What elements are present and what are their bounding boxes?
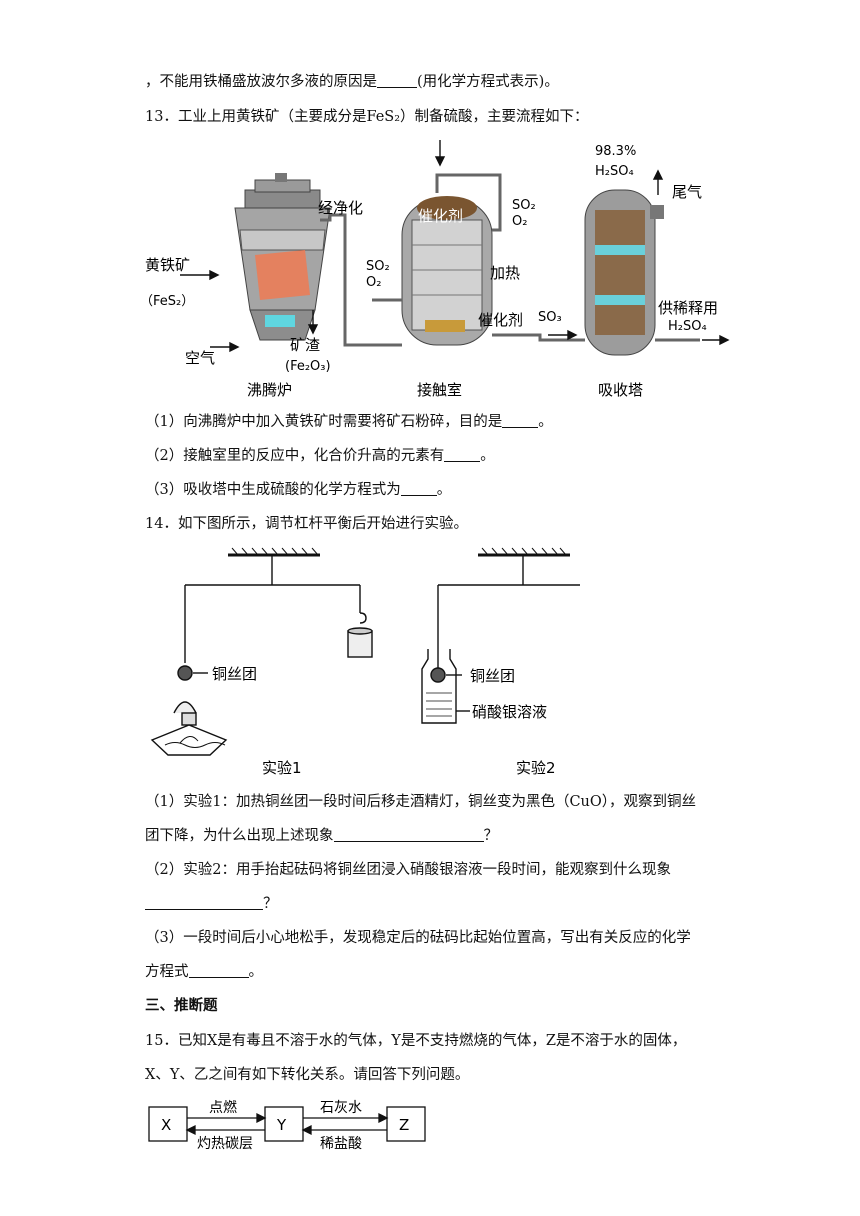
label-air: 空气 <box>185 349 215 367</box>
label-heat: 加热 <box>490 264 520 282</box>
q14-sub3-line2: 方程式 。 <box>145 962 263 982</box>
q13-sub3-text: （3）吸收塔中生成硫酸的化学方程式为 <box>145 482 401 498</box>
q13-sub1-suffix: 。 <box>538 414 553 430</box>
label-slag: 矿渣 <box>290 336 320 354</box>
label-fes2: （FeS₂） <box>140 294 194 309</box>
q13-sub2-text: （2）接触室里的反应中，化合价升高的元素有 <box>145 448 445 464</box>
label-o2-left: O₂ <box>366 275 381 290</box>
q14-sub2-line1: （2）实验2：用手抬起砝码将铜丝团浸入硝酸银溶液一段时间，能观察到什么现象 <box>145 862 671 878</box>
experiment-1 <box>150 547 373 756</box>
label-hot-carbon: 灼热碳层 <box>197 1136 253 1152</box>
q15-line1: 15．已知X是有毒且不溶于水的气体，Y是不支持燃烧的气体，Z是不溶于水的固体， <box>145 1033 687 1049</box>
q12-tail: ，不能用铁桶盛放波尔多液的原因是 (用化学方程式表示)。 <box>145 72 559 92</box>
answer-blank[interactable] <box>400 481 437 496</box>
absorption-tower <box>584 189 664 356</box>
q14-sub3-line1: （3）一段时间后小心地松手，发现稳定后的砝码比起始位置高，写出有关反应的化学 <box>145 930 691 946</box>
boiling-furnace <box>234 173 331 341</box>
label-contact: 接触室 <box>417 381 462 399</box>
label-catalyst-bottom: 催化剂 <box>478 311 523 329</box>
label-copper-ball-1: 铜丝团 <box>212 665 257 683</box>
label-so3: SO₃ <box>538 310 562 325</box>
label-so2-right: SO₂ <box>512 198 536 213</box>
answer-blank[interactable] <box>502 413 539 428</box>
q13-sub1: （1）向沸腾炉中加入黄铁矿时需要将矿石粉碎，目的是 。 <box>145 412 553 432</box>
contact-chamber <box>401 173 502 346</box>
label-ignite: 点燃 <box>209 1099 237 1116</box>
answer-blank[interactable] <box>444 447 481 462</box>
label-o2-right: O₂ <box>512 214 527 229</box>
q13-sub3: （3）吸收塔中生成硫酸的化学方程式为 。 <box>145 480 451 500</box>
q14-sub1-text: 团下降，为什么出现上述现象 <box>145 828 334 844</box>
q14-sub1-line2: 团下降，为什么出现上述现象 ？ <box>145 826 498 846</box>
label-limewater: 石灰水 <box>320 1100 362 1116</box>
q15-line2: X、Y、乙之间有如下转化关系。请回答下列问题。 <box>145 1067 470 1083</box>
q13-stem: 13．工业上用黄铁矿（主要成分是FeS₂）制备硫酸，主要流程如下： <box>145 109 589 125</box>
q14-sub2-suffix: ？ <box>263 896 278 912</box>
label-absorber: 吸收塔 <box>598 381 643 399</box>
sulfuric-acid-flow-diagram: 经净化 SO₂ O₂ SO₂ O₂ 催化剂 加热 催化剂 SO₃ 98.3% H… <box>140 140 730 399</box>
node-y: Y <box>276 1116 287 1134</box>
label-dilute-hcl: 稀盐酸 <box>320 1136 362 1152</box>
node-x: X <box>161 1116 171 1134</box>
label-tail-gas: 尾气 <box>672 183 702 201</box>
experiment-2 <box>421 547 580 724</box>
q14-sub1-line1: （1）实验1：加热铜丝团一段时间后移走酒精灯，铜丝变为黑色（CuO），观察到铜丝 <box>145 794 697 810</box>
pipes <box>320 213 700 347</box>
label-pyrite: 黄铁矿 <box>145 256 190 274</box>
section-title: 三、推断题 <box>145 998 218 1014</box>
conversion-diagram: X Y Z 点燃 灼热碳层 石灰水 稀盐酸 <box>148 1099 426 1152</box>
label-dilute-use: 供稀释用 <box>658 299 718 317</box>
label-purify: 经净化 <box>318 199 363 217</box>
answer-blank[interactable] <box>377 73 417 88</box>
label-silver-nitrate: 硝酸银溶液 <box>472 703 547 721</box>
q12-text: ，不能用铁桶盛放波尔多液的原因是 <box>145 74 377 90</box>
q13-sub2-suffix: 。 <box>480 448 495 464</box>
q14-stem: 14．如下图所示，调节杠杆平衡后开始进行实验。 <box>145 516 468 532</box>
q12-suffix: (用化学方程式表示)。 <box>417 74 559 90</box>
q14-sub1-suffix: ？ <box>483 828 499 844</box>
q14-sub3-text: 方程式 <box>145 964 189 980</box>
label-furnace: 沸腾炉 <box>247 381 292 399</box>
answer-blank[interactable] <box>333 827 484 842</box>
answer-blank[interactable] <box>145 895 263 910</box>
label-copper-ball-2: 铜丝团 <box>470 667 515 685</box>
label-experiment-1: 实验1 <box>262 759 302 777</box>
q13-sub1-text: （1）向沸腾炉中加入黄铁矿时需要将矿石粉碎，目的是 <box>145 414 503 430</box>
answer-blank[interactable] <box>188 963 249 978</box>
q14-sub2-line2: ？ <box>145 894 278 914</box>
label-h2so4-top: H₂SO₄ <box>595 164 634 179</box>
label-h2so4-out: H₂SO₄ <box>668 319 707 334</box>
label-experiment-2: 实验2 <box>516 759 556 777</box>
lever-experiment-diagram: 铜丝团 实验1 铜丝团 硝酸银溶液 实验2 <box>150 547 580 777</box>
q13-sub3-suffix: 。 <box>436 482 452 498</box>
label-conc: 98.3% <box>595 144 636 159</box>
label-catalyst-top: 催化剂 <box>418 207 463 225</box>
node-z: Z <box>399 1116 409 1134</box>
label-fe2o3: (Fe₂O₃) <box>285 359 331 374</box>
label-so2-left: SO₂ <box>366 259 390 274</box>
arrows <box>180 140 730 353</box>
q13-sub2: （2）接触室里的反应中，化合价升高的元素有 。 <box>145 446 495 466</box>
q14-sub3-suffix: 。 <box>248 964 264 980</box>
